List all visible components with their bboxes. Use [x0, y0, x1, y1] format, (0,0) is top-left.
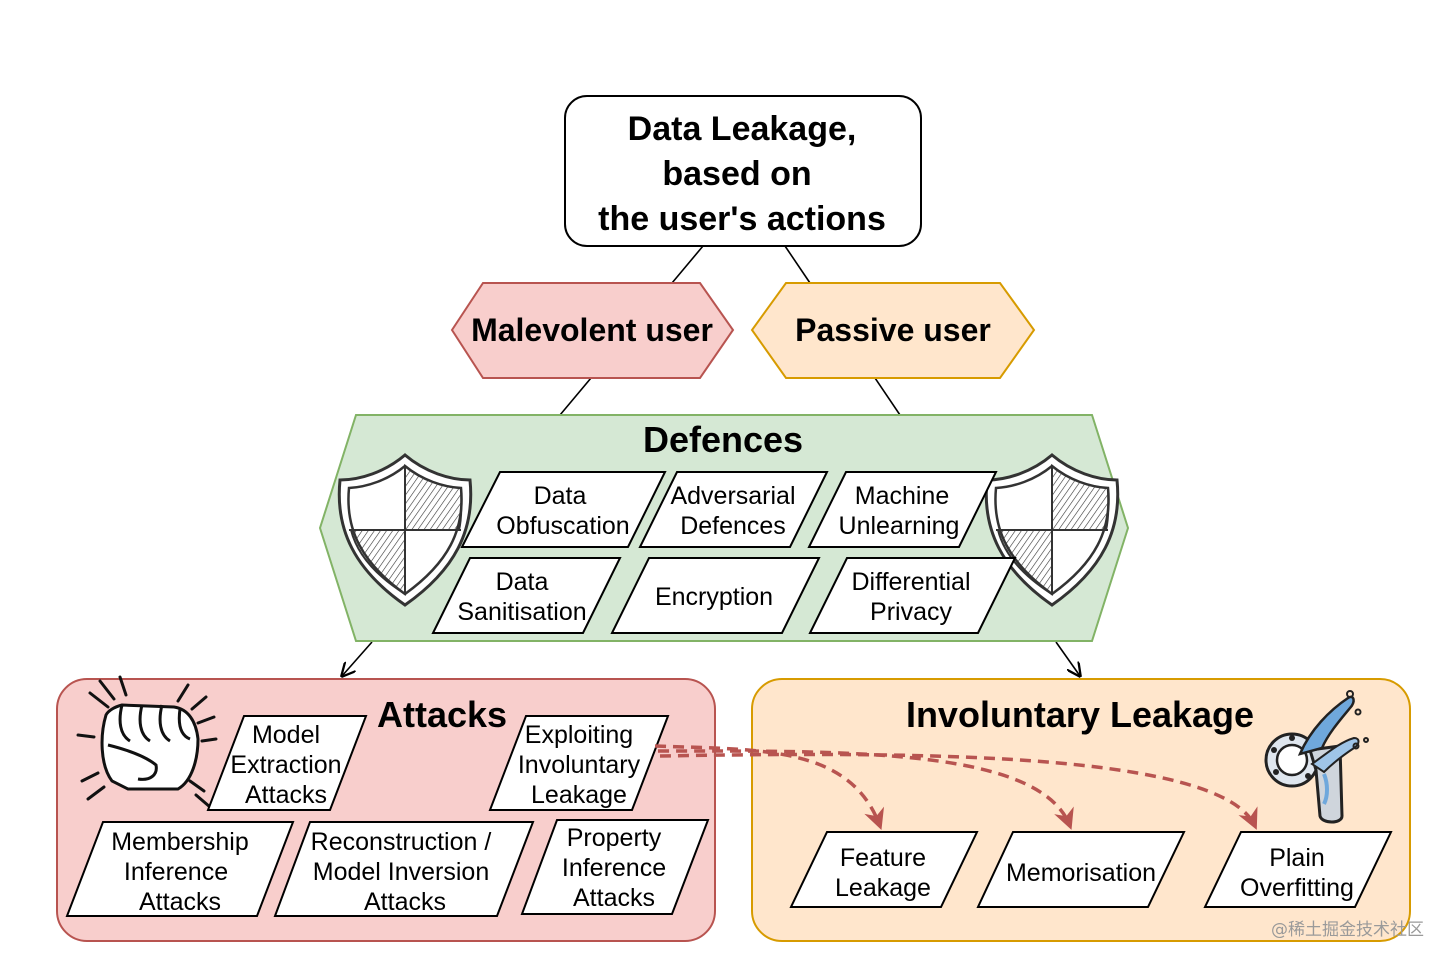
- svg-text:Inference: Inference: [124, 858, 228, 886]
- connector-passive-defences: [874, 377, 901, 416]
- connector-root-passive: [784, 245, 811, 284]
- passive-user-hexagon: [750, 282, 1036, 379]
- root-node: Data Leakage, based on the user's action…: [564, 95, 922, 247]
- attack-item-model-extraction: Model Extraction Attacks: [206, 715, 368, 811]
- root-line-1: Data Leakage,: [628, 110, 857, 148]
- involuntary-leakage-title: Involuntary Leakage: [906, 694, 1254, 735]
- root-line-2: based on: [662, 155, 811, 193]
- svg-text:Machine: Machine: [855, 482, 950, 510]
- svg-text:Privacy: Privacy: [870, 598, 952, 626]
- defence-item-adversarial-defences: Adversarial Defences: [638, 471, 829, 548]
- involuntary-leakage-group: Involuntary Leakage Feature Leakage Me: [751, 678, 1411, 942]
- svg-text:Attacks: Attacks: [245, 781, 327, 809]
- svg-text:Membership: Membership: [111, 828, 249, 856]
- svg-text:Plain: Plain: [1269, 844, 1325, 872]
- svg-text:Exploiting: Exploiting: [525, 721, 633, 749]
- svg-text:Obfuscation: Obfuscation: [496, 512, 629, 540]
- svg-text:Memorisation: Memorisation: [1006, 859, 1156, 887]
- svg-text:Attacks: Attacks: [139, 888, 221, 916]
- svg-text:Sanitisation: Sanitisation: [457, 598, 586, 626]
- svg-text:Defences: Defences: [680, 512, 786, 540]
- defence-item-data-sanitisation: Data Sanitisation: [431, 557, 622, 634]
- svg-text:Attacks: Attacks: [364, 888, 446, 916]
- svg-text:Leakage: Leakage: [531, 781, 627, 809]
- leaking-pipe-icon: [1264, 690, 1369, 824]
- svg-text:Inference: Inference: [562, 854, 666, 882]
- involuntary-item-memorisation: Memorisation: [976, 831, 1186, 908]
- arrow-defences-attacks: [342, 641, 373, 676]
- involuntary-item-plain-overfitting: Plain Overfitting: [1203, 831, 1393, 908]
- dashed-arrow-to-memorisation: [657, 749, 1074, 830]
- attack-item-property-inference: Property Inference Attacks: [520, 819, 710, 915]
- passive-user-node: Passive user: [750, 282, 1036, 379]
- svg-text:Data: Data: [496, 568, 549, 596]
- defences-group: Defences Data Obfuscation Advers: [318, 414, 1130, 642]
- arrow-defences-involuntary: [1055, 641, 1080, 676]
- shield-icon: [984, 453, 1120, 607]
- connectors: [342, 245, 1080, 676]
- malevolent-user-label: Malevolent user: [471, 312, 713, 348]
- svg-text:Model Inversion: Model Inversion: [313, 858, 489, 886]
- passive-user-label: Passive user: [795, 312, 991, 348]
- svg-text:Model: Model: [252, 721, 320, 749]
- attack-item-reconstruction-model-inversion: Reconstruction / Model Inversion Attacks: [273, 821, 535, 917]
- malevolent-user-node: Malevolent user: [450, 282, 735, 379]
- connector-root-malevolent: [671, 245, 704, 284]
- defences-title: Defences: [643, 419, 803, 460]
- svg-text:Involuntary: Involuntary: [518, 751, 641, 779]
- svg-text:Reconstruction /: Reconstruction /: [311, 828, 492, 856]
- attack-item-membership-inference: Membership Inference Attacks: [65, 821, 295, 917]
- watermark-text: @稀土掘金技术社区: [1271, 920, 1424, 940]
- svg-text:Differential: Differential: [851, 568, 970, 596]
- dashed-arrow-to-feature-leakage: [654, 744, 884, 830]
- defence-item-differential-privacy: Differential Privacy: [808, 557, 1017, 634]
- svg-text:Unlearning: Unlearning: [839, 512, 960, 540]
- root-box: [564, 95, 922, 247]
- connector-malevolent-defences: [559, 377, 592, 416]
- svg-text:Leakage: Leakage: [835, 874, 931, 902]
- shield-icon: [337, 453, 473, 607]
- svg-text:Data: Data: [534, 482, 587, 510]
- defence-item-data-obfuscation: Data Obfuscation: [460, 471, 667, 548]
- dashed-arrow-to-plain-overfitting: [659, 752, 1258, 830]
- attacks-group: Attacks Model Ex: [56, 675, 716, 942]
- root-line-3: the user's actions: [598, 200, 886, 238]
- attacks-title: Attacks: [377, 694, 507, 735]
- dashed-arrows: [654, 744, 1258, 830]
- svg-text:Extraction: Extraction: [230, 751, 341, 779]
- malevolent-user-hexagon: [450, 282, 735, 379]
- svg-text:Overfitting: Overfitting: [1240, 874, 1354, 902]
- fist-icon: [76, 675, 218, 809]
- svg-text:Attacks: Attacks: [573, 884, 655, 912]
- svg-text:Feature: Feature: [840, 844, 926, 872]
- defence-item-encryption: Encryption: [610, 557, 821, 634]
- svg-text:Property: Property: [567, 824, 662, 852]
- svg-text:Adversarial: Adversarial: [670, 482, 795, 510]
- svg-text:Encryption: Encryption: [655, 583, 773, 611]
- defence-item-machine-unlearning: Machine Unlearning: [807, 471, 998, 548]
- attack-item-exploiting-involuntary-leakage: Exploiting Involuntary Leakage: [488, 715, 670, 811]
- involuntary-item-feature-leakage: Feature Leakage: [789, 831, 979, 908]
